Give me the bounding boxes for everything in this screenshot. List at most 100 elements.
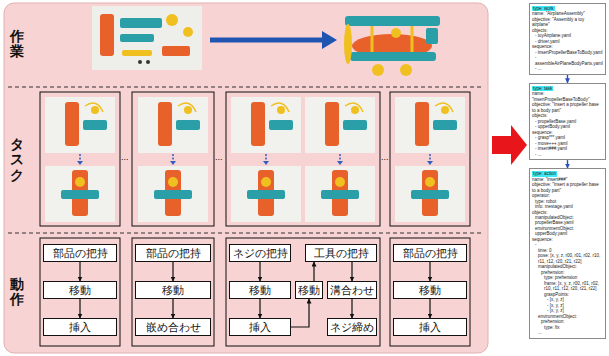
ellipsis: ...	[215, 153, 223, 162]
yaml-line: operator:	[532, 193, 603, 198]
yaml-line: sequence:	[532, 130, 603, 135]
flow-arrow	[79, 262, 80, 281]
flow-arrow	[351, 262, 352, 281]
yaml-line: sequence:	[532, 44, 603, 49]
yaml-line: ...	[538, 330, 603, 335]
action-box: 溝合わせ	[327, 281, 377, 299]
row-label: 動作	[10, 277, 24, 308]
yaml-line: sequence:	[532, 237, 603, 242]
action-text: 挿入	[69, 322, 91, 333]
yaml-line: prehension:	[541, 319, 603, 324]
yaml-line: - insert###.yaml	[535, 146, 603, 151]
yaml-line: type: fix	[544, 325, 603, 330]
yaml-line: environmentObject: upperBody.yaml	[535, 226, 603, 237]
yaml-box: type: actionname: "insert###"objective: …	[529, 168, 606, 339]
ellipsis: ...	[121, 153, 129, 162]
action-text: 移動	[249, 285, 271, 296]
action-box: 移動	[135, 281, 211, 299]
yaml-line: - assembleAirPlaneBodyParts.yaml	[535, 55, 603, 66]
action-box: 挿入	[393, 318, 467, 336]
yaml-type-line: type: task	[532, 86, 553, 91]
yaml-line: objective: "Assembly a toy airplane"	[532, 17, 603, 28]
yaml-line: - ...	[535, 152, 603, 157]
action-box: 移動	[43, 281, 117, 299]
flow-arrow	[429, 299, 430, 318]
yaml-line: prehension:	[541, 270, 603, 275]
row-label: 作業	[10, 29, 24, 60]
action-text: 移動	[69, 285, 91, 296]
action-text: 部品の把持	[53, 248, 108, 259]
yaml-line-holder: type: work	[532, 6, 603, 11]
yaml-type-line: type: action	[532, 171, 557, 176]
yaml-line: objects:	[532, 210, 603, 215]
yaml-line: - propellerBase.yaml	[535, 119, 603, 124]
action-box: 部品の把持	[393, 244, 467, 262]
yaml-line: - [x, y, z]	[547, 297, 603, 302]
yaml-line: name: "insertPropellerBaseToBody"	[532, 91, 603, 102]
action-text: 溝合わせ	[330, 285, 374, 296]
yaml-line: - ...	[535, 66, 603, 71]
action-text: 移動	[162, 285, 184, 296]
yaml-line: environmentObject:	[538, 314, 603, 319]
yaml-line: - driver.yaml	[535, 39, 603, 44]
action-text: 嵌め合わせ	[146, 322, 201, 333]
action-box: ネジ締め	[327, 318, 377, 336]
action-box: 移動	[229, 281, 291, 299]
flow-arrow	[429, 262, 430, 281]
action-box: 移動	[393, 281, 467, 299]
action-text: 挿入	[419, 322, 441, 333]
flow-arrow	[172, 262, 173, 281]
yaml-line: manipulatedObject: propellerBase.yaml	[535, 215, 603, 226]
reference-arrow	[567, 160, 568, 168]
action-box: 挿入	[43, 318, 117, 336]
yaml-line-holder: type: task	[532, 86, 603, 91]
action-text: 挿入	[249, 322, 271, 333]
yaml-line: - upperBody.yaml	[535, 124, 603, 129]
action-box: 工具の把持	[305, 244, 377, 262]
yaml-line: frame: [x, y, z, r00, r01, r02, r10, r11…	[544, 281, 603, 292]
yaml-line: info: mestage.yaml	[535, 204, 603, 209]
yaml-line: objects:	[532, 113, 603, 118]
yaml-line: name: "insert###"	[532, 177, 603, 182]
yaml-line: name: "AirplaneAssembly"	[532, 11, 603, 16]
yaml-line-holder: type: action	[532, 171, 603, 176]
yaml-line: - grasp***.yaml	[535, 135, 603, 140]
yaml-type-line: type: work	[532, 6, 555, 11]
action-box: 部品の把持	[135, 244, 211, 262]
yaml-line: - toyAirplane.yaml	[535, 33, 603, 38]
yaml-line: objective: "Insert a propeller base to a…	[532, 102, 603, 113]
yaml-line: graspPoints:	[544, 292, 603, 297]
action-text: 移動	[419, 285, 441, 296]
reference-arrow	[567, 75, 568, 83]
action-box: 挿入	[229, 318, 291, 336]
action-box: 移動	[295, 281, 323, 299]
yaml-line: - [x, y, z]	[547, 303, 603, 308]
flow-arrow	[313, 262, 314, 281]
flow-arrow	[259, 262, 260, 281]
action-text: ネジの把持	[233, 248, 288, 259]
yaml-line: type: robot	[535, 199, 603, 204]
yaml-line: - insertPropellerBaseToBody.yaml	[535, 50, 603, 55]
flow-arrow	[291, 299, 309, 327]
action-text: 工具の把持	[314, 248, 369, 259]
flow-arrow	[259, 299, 260, 318]
action-text: 部品の把持	[403, 248, 458, 259]
yaml-line: objects:	[532, 28, 603, 33]
yaml-line: time: 0	[538, 248, 603, 253]
yaml-line: type: prehension	[544, 275, 603, 280]
action-text: 部品の把持	[146, 248, 201, 259]
yaml-box: type: taskname: "insertPropellerBaseToBo…	[529, 83, 606, 160]
yaml-line: -	[535, 242, 603, 247]
action-box: 嵌め合わせ	[135, 318, 211, 336]
yaml-line: pose: [x, y, z, r00, r01, r02, r10, r11,…	[538, 253, 603, 264]
yaml-line: manipulatedObject:	[538, 264, 603, 269]
flow-arrow	[172, 299, 173, 318]
action-box: 部品の把持	[43, 244, 117, 262]
row-label: タスク	[10, 137, 24, 183]
flow-arrow	[79, 299, 80, 318]
yaml-line: - [x, y, z]	[547, 308, 603, 313]
action-text: 移動	[298, 285, 320, 296]
